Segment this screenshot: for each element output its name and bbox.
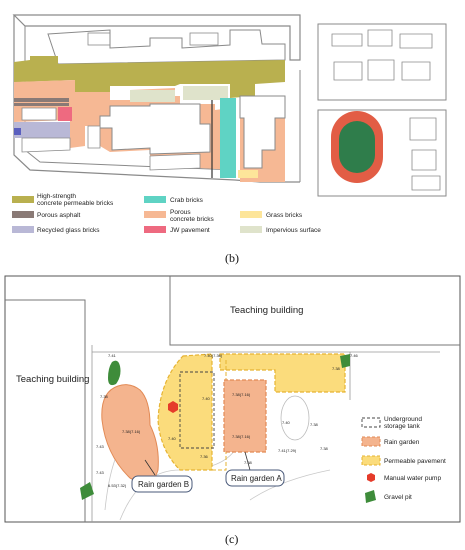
- elevation-label: 7.43: [96, 470, 105, 475]
- gravel-pit: [80, 482, 94, 500]
- elevation-label: 7.38: [320, 446, 329, 451]
- zone-porous-asphalt: [14, 98, 69, 102]
- building-block: [239, 95, 286, 169]
- path-line: [249, 469, 331, 501]
- building-block: [87, 32, 111, 46]
- elevation-labels: 7.41 7.40(7.36) 7.46 7.38 7.40 7.38 7.38…: [96, 353, 359, 488]
- legend-label: Grass bricks: [266, 212, 303, 219]
- legend-swatch: [12, 211, 34, 218]
- legend-swatch: [240, 211, 262, 218]
- legend-swatch: [240, 226, 262, 233]
- building-block: [87, 125, 101, 149]
- elevation-label: 7.43: [96, 444, 105, 449]
- site-plan-c: Teaching building Teaching building 7.41…: [4, 275, 461, 546]
- water-pump-marker: [168, 401, 178, 413]
- zone-jw-pavement: [58, 107, 72, 121]
- elevation-label: 7.38: [100, 394, 109, 399]
- legend-swatch: [144, 226, 166, 233]
- building-block: [189, 32, 219, 46]
- callout-rain-garden-a: Rain garden A: [231, 474, 282, 483]
- permeable-pavement-west: [157, 353, 213, 471]
- elevation-label: 7.41: [108, 353, 117, 358]
- elevation-label: 7.38: [310, 422, 319, 427]
- callout-leader: [244, 451, 251, 471]
- caption-c: (c): [225, 532, 238, 546]
- legend-label: Porous asphalt: [37, 212, 81, 219]
- permeable-pavement-north: [219, 353, 346, 393]
- elevation-label: 7.40(7.36): [204, 353, 223, 358]
- zone-porous-asphalt: [14, 103, 69, 106]
- legend-swatch: [144, 211, 166, 218]
- legend-label: Manual water pump: [384, 475, 441, 482]
- elevation-label: 7.41(7.29): [278, 448, 297, 453]
- storage-tank: [179, 371, 215, 449]
- elevation-label: 7.40: [202, 396, 211, 401]
- building-outline: [5, 299, 86, 522]
- legend-label: Recycled glass bricks: [37, 227, 100, 234]
- building-block: [149, 153, 201, 171]
- elevation-label: 7.38(7.16): [232, 392, 251, 397]
- legend-swatch-gravel-pit: [365, 490, 376, 503]
- elevation-label: 7.38: [332, 366, 341, 371]
- elevation-label: 7.46: [350, 353, 359, 358]
- zone-recycled-glass: [14, 122, 70, 138]
- building-label-left: Teaching building: [16, 374, 89, 385]
- east-campus-outline: [317, 23, 447, 101]
- building-block: [47, 29, 286, 65]
- legend-label: JW pavement: [170, 227, 210, 234]
- elevation-label: 7.40: [168, 436, 177, 441]
- elevation-label: 7.38(7.16): [122, 429, 141, 434]
- elevation-label: 7.36: [200, 454, 209, 459]
- zone-high-strength-bricks: [14, 56, 285, 98]
- callout-rain-garden-b: Rain garden B: [138, 480, 189, 489]
- zone-grass-bricks: [238, 170, 258, 178]
- legend-label: Permeable pavement: [384, 458, 446, 465]
- legend-label: Impervious surface: [266, 227, 321, 234]
- elevation-label: 7.38(7.16): [232, 434, 251, 439]
- legend-swatch: [144, 196, 166, 203]
- zone-crab-bricks: [220, 98, 236, 178]
- legend-swatch-storage-tank: [361, 417, 381, 428]
- callout-box: [225, 469, 285, 487]
- sports-field: [339, 121, 375, 173]
- zone-recycled-glass-marker: [14, 128, 21, 135]
- legend-label: Crab bricks: [170, 197, 204, 204]
- elevation-label: 7.40: [282, 420, 291, 425]
- dormitory-blocks: [331, 29, 441, 191]
- zone-impervious: [130, 90, 175, 102]
- gravel-pit: [340, 354, 350, 368]
- legend-label: Rain garden: [384, 439, 420, 446]
- building-block: [21, 137, 71, 153]
- building-block: [21, 107, 57, 121]
- gravel-pit: [108, 360, 121, 386]
- elevation-label: 6.53(7.32): [108, 483, 127, 488]
- zone-impervious: [183, 86, 228, 100]
- rain-garden-a: [223, 379, 267, 453]
- caption-b: (b): [225, 251, 239, 265]
- callout-leader: [144, 459, 156, 476]
- legend-swatch-permeable: [361, 455, 381, 466]
- east-campus-outline: [317, 109, 447, 197]
- building-label-top: Teaching building: [230, 305, 303, 316]
- legend-swatch: [12, 196, 34, 203]
- legend-swatch-water-pump: [367, 473, 375, 482]
- rain-garden-b: [101, 384, 159, 483]
- path-line: [280, 395, 310, 441]
- legend-swatch-rain-garden: [361, 436, 381, 447]
- callout-box: [131, 475, 193, 493]
- building-block: [99, 103, 211, 155]
- building-outline: [169, 276, 440, 346]
- legend-label: Gravel pit: [384, 494, 412, 501]
- legend-swatch: [12, 226, 34, 233]
